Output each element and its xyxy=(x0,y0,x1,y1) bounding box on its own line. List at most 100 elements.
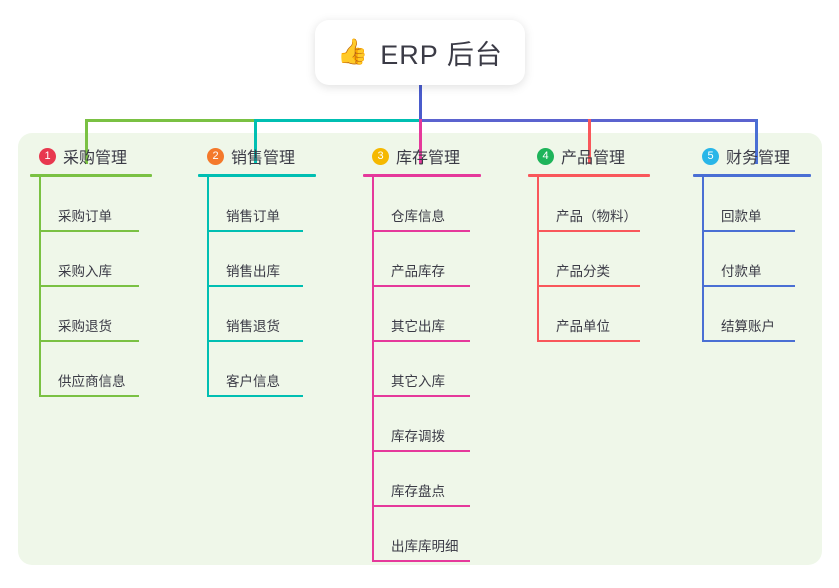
branch-item-rule xyxy=(702,230,795,232)
branch-title: 采购管理 xyxy=(63,150,128,167)
branch-header-rule xyxy=(528,174,650,177)
branch-column-3[interactable]: 3 库存管理仓库信息产品库存其它出库其它入库库存调拨库存盘点出库库明细 xyxy=(363,143,481,562)
branch-item-label: 其它入库 xyxy=(391,374,445,389)
branch-item-rule xyxy=(207,285,303,287)
root-title: ERP 后台 xyxy=(380,40,503,70)
connector-drop-4 xyxy=(588,119,591,164)
branch-header-rule xyxy=(30,174,152,177)
branch-item[interactable]: 销售订单 xyxy=(198,177,316,232)
branch-item-rule xyxy=(39,340,139,342)
branch-header-4[interactable]: 4 产品管理 xyxy=(528,143,650,169)
branch-item-rule xyxy=(702,340,795,342)
branch-spine xyxy=(39,177,41,397)
branch-column-4[interactable]: 4 产品管理产品（物料） 产品分类产品单位 xyxy=(528,143,650,342)
branch-item-rule xyxy=(372,560,470,562)
branch-item-rule xyxy=(537,285,640,287)
branch-item[interactable]: 产品单位 xyxy=(528,287,650,342)
branch-item[interactable]: 产品库存 xyxy=(363,232,481,287)
branch-item-label: 销售退货 xyxy=(226,319,280,334)
branch-item[interactable]: 其它入库 xyxy=(363,342,481,397)
branch-item[interactable]: 销售出库 xyxy=(198,232,316,287)
connector-bar-teal xyxy=(254,119,420,122)
branch-item-rule xyxy=(39,395,139,397)
branch-item[interactable]: 库存盘点 xyxy=(363,452,481,507)
branch-item-label: 付款单 xyxy=(721,264,762,279)
branch-spine xyxy=(372,177,374,562)
branch-item[interactable]: 采购订单 xyxy=(30,177,152,232)
branch-item[interactable]: 付款单 xyxy=(693,232,811,287)
branch-item-rule xyxy=(39,285,139,287)
connector-bar-green xyxy=(85,119,254,122)
branch-item-rule xyxy=(537,230,640,232)
branch-number-badge: 1 xyxy=(39,147,56,165)
branch-item-list: 采购订单采购入库采购退货供应商信息 xyxy=(30,177,152,397)
branch-item[interactable]: 采购退货 xyxy=(30,287,152,342)
branch-header-rule xyxy=(693,174,811,177)
branch-item[interactable]: 出库库明细 xyxy=(363,507,481,562)
root-node[interactable]: 👍 ERP 后台 xyxy=(315,20,525,85)
branch-item-label: 销售出库 xyxy=(226,264,280,279)
root-node-content: 👍 ERP 后台 xyxy=(337,33,503,72)
branch-number-badge: 3 xyxy=(372,147,389,165)
branch-item[interactable]: 库存调拨 xyxy=(363,397,481,452)
branch-item-label: 供应商信息 xyxy=(58,374,126,389)
branch-item-rule xyxy=(39,230,139,232)
branch-item[interactable]: 结算账户 xyxy=(693,287,811,342)
branch-item-list: 仓库信息产品库存其它出库其它入库库存调拨库存盘点出库库明细 xyxy=(363,177,481,562)
branch-item-rule xyxy=(372,395,470,397)
branch-item-label: 出库库明细 xyxy=(391,539,459,554)
branches-panel xyxy=(18,133,822,565)
branch-item-list: 产品（物料） 产品分类产品单位 xyxy=(528,177,650,342)
branch-title: 库存管理 xyxy=(396,150,461,167)
branch-item-label: 销售订单 xyxy=(226,209,280,224)
branch-item-label: 采购订单 xyxy=(58,209,112,224)
branch-item-label: 其它出库 xyxy=(391,319,445,334)
branch-item-label: 库存盘点 xyxy=(391,484,445,499)
branch-item-rule xyxy=(372,340,470,342)
branch-number-badge: 4 xyxy=(537,147,554,165)
branch-header-3[interactable]: 3 库存管理 xyxy=(363,143,481,169)
branch-item[interactable]: 客户信息 xyxy=(198,342,316,397)
branch-item-label: 采购退货 xyxy=(58,319,112,334)
branch-item-label: 产品（物料） xyxy=(556,209,637,224)
branch-item-label: 产品单位 xyxy=(556,319,610,334)
connector-drop-5 xyxy=(755,119,758,164)
branch-item-rule xyxy=(372,450,470,452)
branch-item-label: 客户信息 xyxy=(226,374,280,389)
branch-item-rule xyxy=(372,230,470,232)
branch-item-rule xyxy=(702,285,795,287)
branch-item[interactable]: 产品（物料） xyxy=(528,177,650,232)
branch-spine xyxy=(537,177,539,342)
branch-item-label: 产品库存 xyxy=(391,264,445,279)
branch-spine xyxy=(207,177,209,397)
branch-item-label: 产品分类 xyxy=(556,264,610,279)
branch-item[interactable]: 产品分类 xyxy=(528,232,650,287)
connector-drop-2 xyxy=(254,119,257,164)
branch-item[interactable]: 销售退货 xyxy=(198,287,316,342)
branch-header-1[interactable]: 1 采购管理 xyxy=(30,143,152,169)
branch-item[interactable]: 采购入库 xyxy=(30,232,152,287)
branch-item[interactable]: 其它出库 xyxy=(363,287,481,342)
branch-title: 产品管理 xyxy=(561,150,626,167)
branch-header-rule xyxy=(363,174,481,177)
branch-item-label: 回款单 xyxy=(721,209,762,224)
branch-item-rule xyxy=(207,230,303,232)
branch-item-rule xyxy=(372,285,470,287)
branch-item-label: 仓库信息 xyxy=(391,209,445,224)
branch-item[interactable]: 供应商信息 xyxy=(30,342,152,397)
thumbs-up-icon: 👍 xyxy=(337,38,369,66)
branch-column-1[interactable]: 1 采购管理采购订单采购入库采购退货供应商信息 xyxy=(30,143,152,397)
branch-title: 财务管理 xyxy=(726,150,791,167)
connector-drop-3 xyxy=(419,119,422,164)
branch-item-label: 采购入库 xyxy=(58,264,112,279)
branch-item[interactable]: 回款单 xyxy=(693,177,811,232)
branch-item[interactable]: 仓库信息 xyxy=(363,177,481,232)
branch-item-rule xyxy=(207,340,303,342)
branch-item-rule xyxy=(207,395,303,397)
connector-drop-1 xyxy=(85,119,88,164)
branch-item-list: 销售订单销售出库销售退货客户信息 xyxy=(198,177,316,397)
